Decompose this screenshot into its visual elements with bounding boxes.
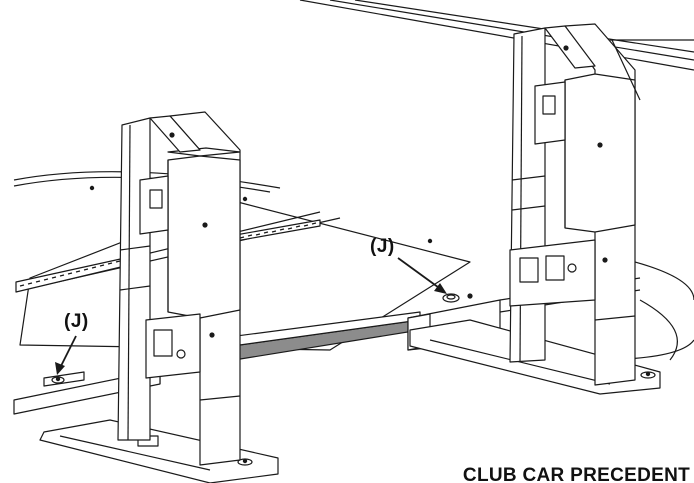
hinge-strip-upper (229, 219, 321, 243)
callout-label-j-left: (J) (64, 311, 89, 332)
bolt-right (442, 293, 473, 303)
top-rails (299, 0, 694, 71)
callout-label-j-right: (J) (370, 236, 395, 257)
left-a-frame-bracket (39, 111, 279, 483)
callout-arrow-left (55, 335, 77, 375)
vehicle-model-label: CLUB CAR PRECEDENT (462, 465, 690, 483)
callout-arrow-right (397, 257, 447, 294)
right-a-frame-bracket (409, 23, 661, 395)
